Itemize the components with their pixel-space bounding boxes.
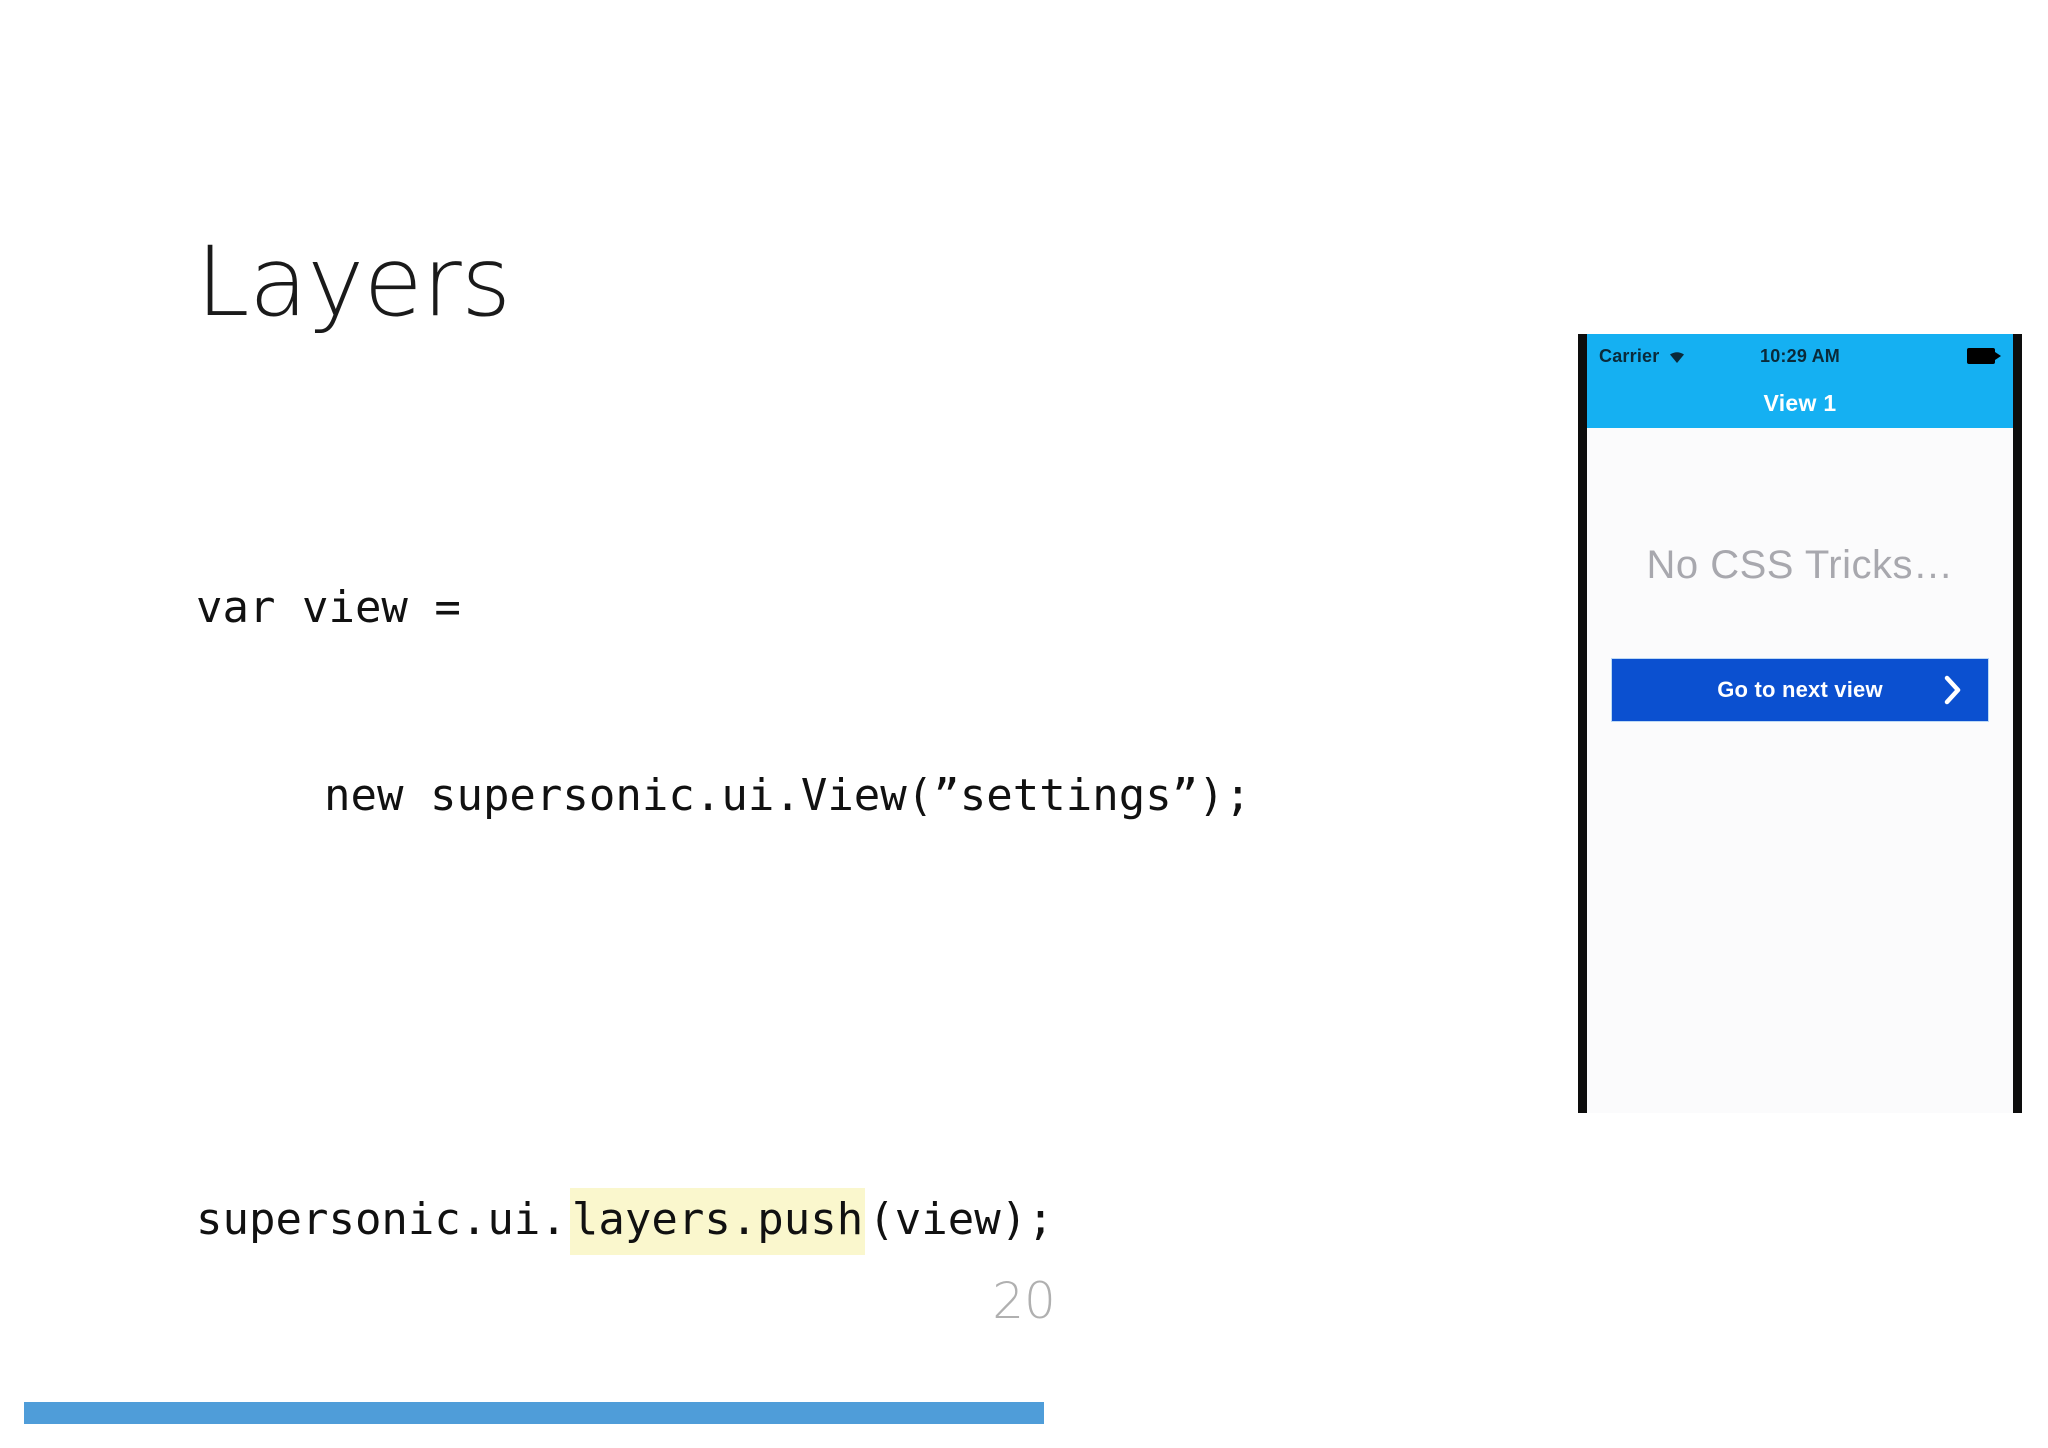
carrier-label: Carrier: [1599, 345, 1660, 366]
status-bar-left: Carrier: [1599, 346, 1760, 367]
phone-screen: Carrier 10:29 AM View 1 No CSS Tricks…: [1587, 334, 2013, 1113]
code-blank-line: [196, 956, 1251, 1060]
phone-content: No CSS Tricks… Go to next view: [1587, 428, 2013, 1113]
page-title: Layers: [196, 226, 511, 338]
code-segment: (view);: [868, 1194, 1054, 1245]
code-line: new supersonic.ui.View(”settings”);: [196, 768, 1251, 824]
phone-nav-bar: View 1: [1587, 378, 2013, 428]
nav-bar-title: View 1: [1763, 389, 1837, 416]
status-bar-time: 10:29 AM: [1760, 345, 1840, 366]
status-bar-right: [1840, 348, 2001, 364]
code-segment-highlighted: layers.push: [569, 1188, 866, 1255]
content-heading: No CSS Tricks…: [1646, 543, 1954, 587]
chevron-right-icon: [1944, 675, 1962, 705]
phone-status-bar: Carrier 10:29 AM: [1587, 334, 2013, 378]
code-segment: supersonic.ui.: [196, 1194, 567, 1245]
battery-full-icon: [1967, 348, 2001, 364]
slide-progress-bar: [24, 1402, 2024, 1424]
go-to-next-view-button[interactable]: Go to next view: [1611, 658, 1989, 722]
slide-progress-fill: [24, 1402, 1044, 1424]
code-block: var view = new supersonic.ui.View(”setti…: [196, 492, 1251, 1292]
code-segment: var view =: [196, 582, 461, 633]
go-to-next-view-label: Go to next view: [1717, 677, 1883, 702]
page-number: 20: [992, 1272, 1056, 1330]
wifi-icon: [1667, 349, 1687, 364]
phone-mockup: Carrier 10:29 AM View 1 No CSS Tricks…: [1578, 334, 2022, 1113]
code-line-highlighted: supersonic.ui.layers.push(view);: [196, 1188, 1251, 1255]
code-line: var view =: [196, 580, 1251, 636]
code-segment: new supersonic.ui.View(”settings”);: [324, 770, 1252, 821]
